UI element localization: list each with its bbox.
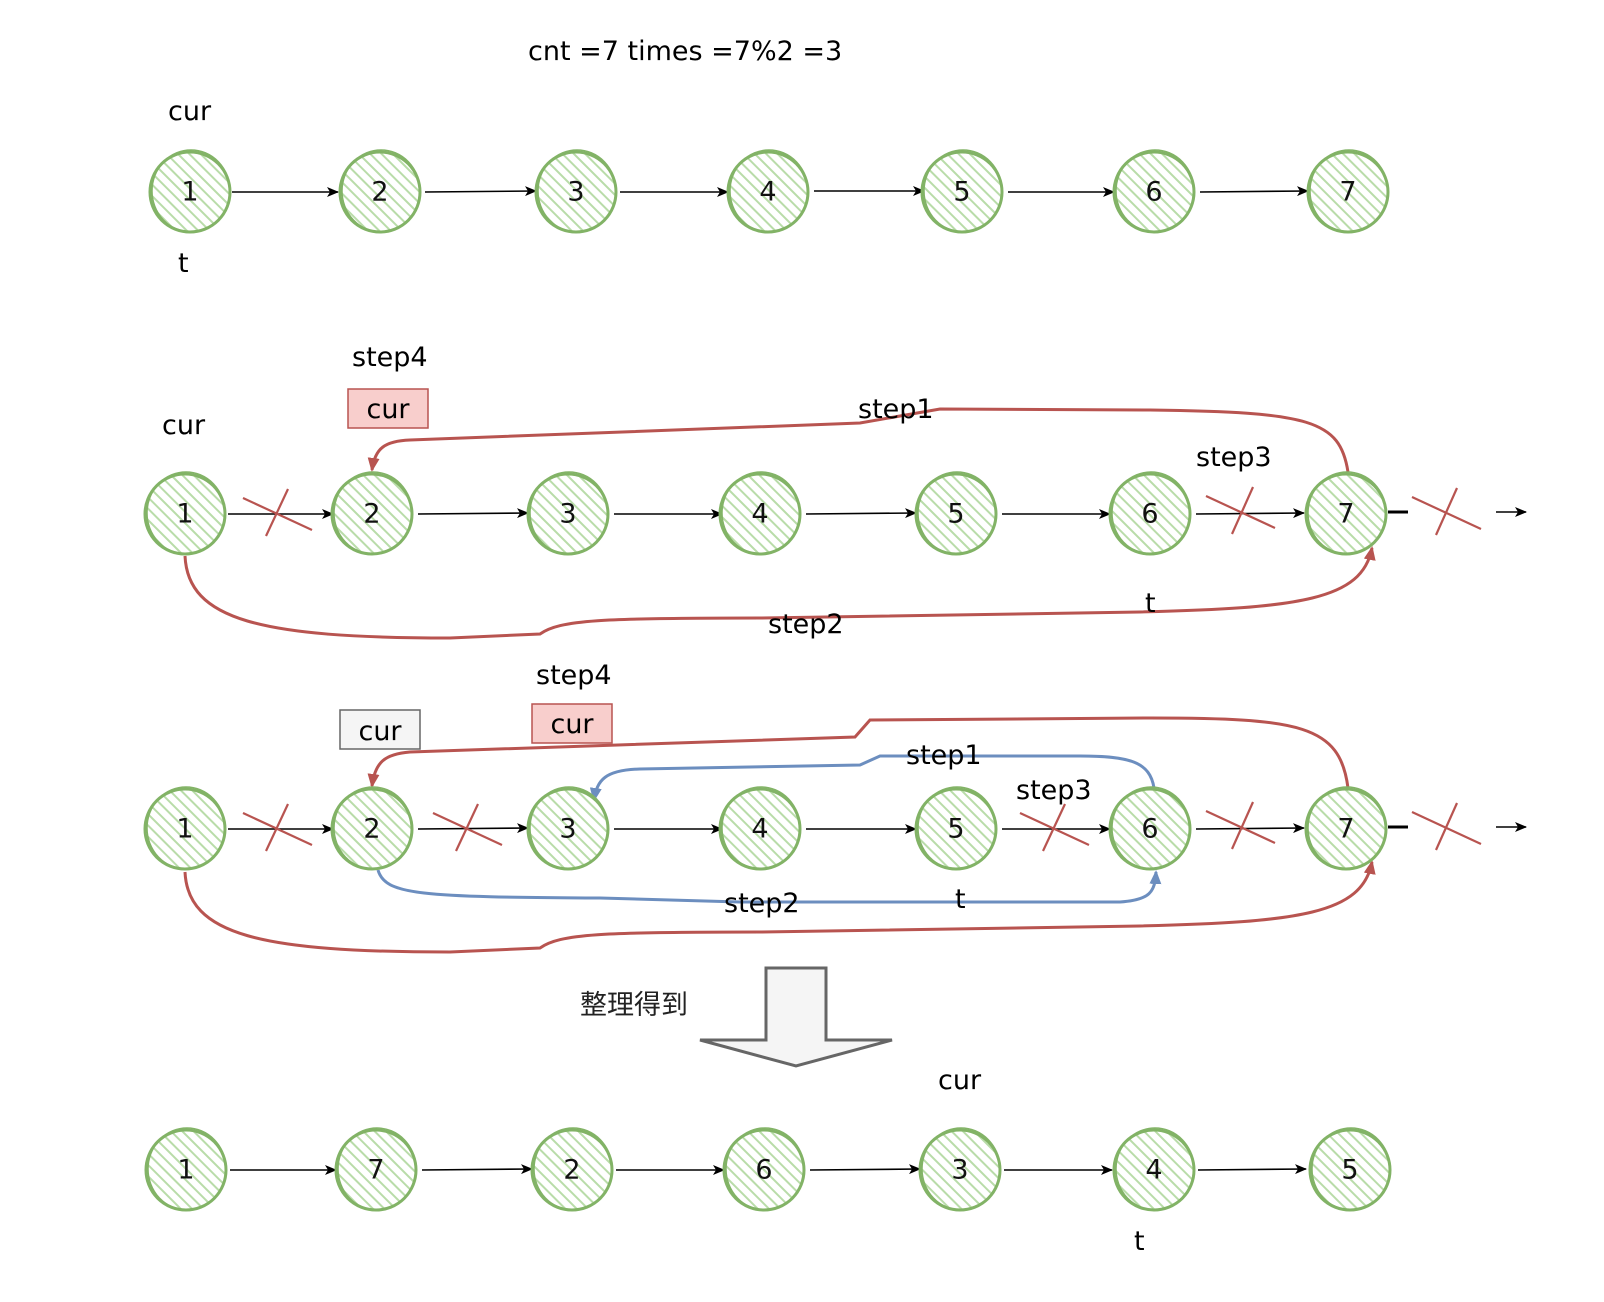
row3-step2-arrow bbox=[376, 869, 1162, 904]
row2-step2-label: step2 bbox=[768, 609, 844, 640]
row2-node-label: 4 bbox=[751, 499, 768, 530]
row2-node-outline-5 bbox=[917, 471, 997, 555]
row1-node-label: 7 bbox=[1339, 177, 1356, 208]
row2-node-outline-2 bbox=[333, 471, 413, 555]
row3-step2-label: step2 bbox=[724, 888, 800, 919]
down-arrow-icon bbox=[699, 966, 893, 1068]
row2-node-label: 1 bbox=[176, 499, 193, 530]
row4-node-label: 6 bbox=[755, 1155, 772, 1186]
row3-node-outline-1 bbox=[146, 786, 226, 870]
row4-node-label: 1 bbox=[177, 1155, 194, 1186]
row1-t-label: t bbox=[178, 248, 189, 279]
row3-cur-box-grey bbox=[339, 709, 421, 750]
row2-node-label: 7 bbox=[1337, 499, 1354, 530]
row2-step1-arrow bbox=[367, 407, 1350, 473]
row3-red-bottom-arrow bbox=[183, 860, 1376, 954]
row2-step1-label: step1 bbox=[858, 394, 934, 425]
row2-node-outline-6 bbox=[1111, 471, 1191, 555]
row3-node-label: 4 bbox=[751, 814, 768, 845]
row2-crosses bbox=[242, 486, 1482, 537]
row4-node-outline-6 bbox=[1115, 1127, 1195, 1211]
row3-node-outline-5 bbox=[917, 786, 997, 870]
row3-node-label: 1 bbox=[176, 814, 193, 845]
row4-node-label: 2 bbox=[563, 1155, 580, 1186]
row1-node-label: 4 bbox=[759, 177, 776, 208]
row3-step1-label: step1 bbox=[906, 740, 982, 771]
row1-node-label: 2 bbox=[371, 177, 388, 208]
row3-node-outline-7 bbox=[1307, 786, 1387, 870]
row4-node-outline-3 bbox=[533, 1127, 613, 1211]
row4-node-label: 7 bbox=[367, 1155, 384, 1186]
row3-t-label: t bbox=[955, 884, 966, 915]
row2-node-outline-3 bbox=[529, 471, 609, 555]
row3-node-label: 6 bbox=[1141, 814, 1158, 845]
row1-edges bbox=[232, 186, 1309, 197]
row2-edges bbox=[228, 507, 1527, 519]
row3-cur-box bbox=[531, 703, 613, 744]
row1-node-outline-4 bbox=[729, 149, 809, 233]
row4-edges bbox=[230, 1164, 1307, 1175]
row1-node-label: 5 bbox=[953, 177, 970, 208]
row3-step1-arrow bbox=[589, 754, 1156, 802]
row4-nodes: 1 7 2 6 3 4 5 bbox=[144, 1127, 1392, 1212]
row2-t-label: t bbox=[1145, 588, 1156, 619]
row1-node-outline-3 bbox=[537, 149, 617, 233]
row1-node-label: 1 bbox=[181, 177, 198, 208]
row3-node-outline-3 bbox=[529, 786, 609, 870]
row3-crosses bbox=[242, 801, 1482, 852]
row2-step2-arrow bbox=[183, 546, 1376, 640]
row3-node-label: 2 bbox=[363, 814, 380, 845]
row2-nodes: 1 2 3 4 5 6 7 bbox=[143, 471, 1388, 556]
header-formula: cnt =7 times =7%2 =3 bbox=[528, 36, 842, 67]
row2-node-label: 2 bbox=[363, 499, 380, 530]
row3-cur-box-grey-label: cur bbox=[358, 716, 402, 747]
row2-step4-label: step4 bbox=[352, 342, 428, 373]
row1-node-outline-7 bbox=[1309, 149, 1389, 233]
row1-node-outline-1 bbox=[151, 149, 231, 233]
row4-node-label: 5 bbox=[1341, 1155, 1358, 1186]
row2-cur-box bbox=[347, 388, 429, 429]
row4-node-outline-2 bbox=[337, 1127, 417, 1211]
row1-node-outline-5 bbox=[923, 149, 1003, 233]
row1-node-outline-2 bbox=[341, 149, 421, 233]
row3-node-outline-2 bbox=[333, 786, 413, 870]
row3-cur-box-label: cur bbox=[550, 709, 594, 740]
row4-cur-label: cur bbox=[938, 1065, 982, 1096]
row3-node-label: 5 bbox=[947, 814, 964, 845]
row2-node-label: 5 bbox=[947, 499, 964, 530]
row3-node-label: 3 bbox=[559, 814, 576, 845]
row3-nodes: 1 2 3 4 5 6 7 bbox=[143, 786, 1388, 871]
row3-step4-label: step4 bbox=[536, 660, 612, 691]
row4-t-label: t bbox=[1134, 1226, 1145, 1257]
row4-node-label: 4 bbox=[1145, 1155, 1162, 1186]
row4-node-label: 3 bbox=[951, 1155, 968, 1186]
row2-node-label: 3 bbox=[559, 499, 576, 530]
row1-cur-label: cur bbox=[168, 96, 212, 127]
row1-node-label: 3 bbox=[567, 177, 584, 208]
transition-label: 整理得到 bbox=[580, 990, 688, 1021]
row2-node-outline-7 bbox=[1307, 471, 1387, 555]
row2-step3-label: step3 bbox=[1196, 442, 1272, 473]
row2-cur-label: cur bbox=[162, 410, 206, 441]
row3-node-outline-4 bbox=[721, 786, 801, 870]
row4-node-outline-7 bbox=[1311, 1127, 1391, 1211]
row1-node-outline-6 bbox=[1115, 149, 1195, 233]
row4-node-outline-1 bbox=[147, 1127, 227, 1211]
row2-node-label: 6 bbox=[1141, 499, 1158, 530]
row4-node-outline-5 bbox=[921, 1127, 1001, 1211]
row2-node-outline-1 bbox=[146, 471, 226, 555]
row1-node-label: 6 bbox=[1145, 177, 1162, 208]
row1-nodes: 1 2 3 4 5 6 7 bbox=[148, 149, 1390, 234]
row3-step3-label: step3 bbox=[1016, 775, 1092, 806]
row3-red-top-arrow bbox=[367, 716, 1350, 789]
row2-cur-box-label: cur bbox=[366, 394, 410, 425]
row3-node-outline-6 bbox=[1111, 786, 1191, 870]
row4-node-outline-4 bbox=[725, 1127, 805, 1211]
row2-node-outline-4 bbox=[721, 471, 801, 555]
row3-node-label: 7 bbox=[1337, 814, 1354, 845]
